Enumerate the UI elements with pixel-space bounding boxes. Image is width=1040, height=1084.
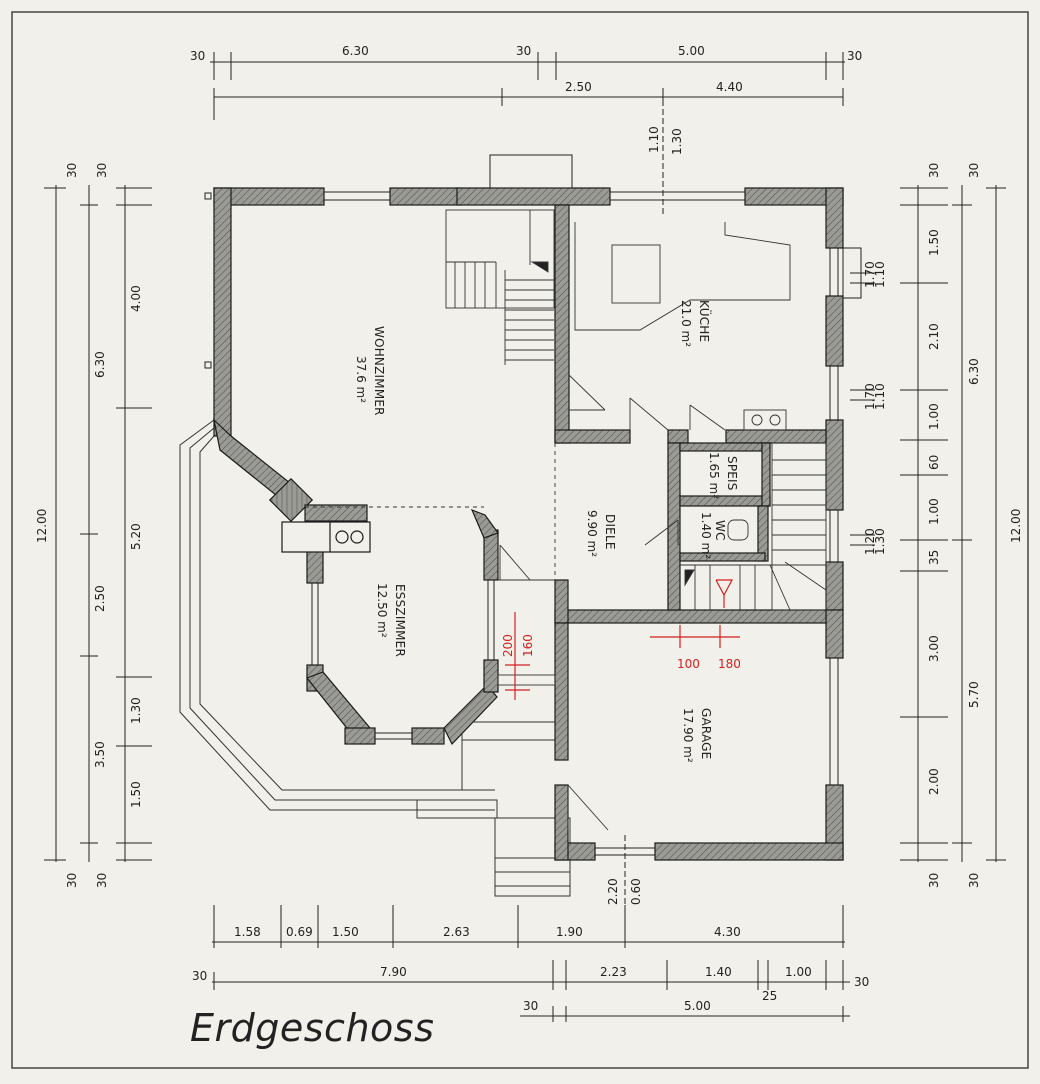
dim-right-bottom-30-b: 30 bbox=[967, 873, 981, 888]
chimney bbox=[281, 521, 371, 553]
dim-bottom3-2: 5.00 bbox=[684, 999, 711, 1013]
dim-right-inner-5: 1.00 bbox=[927, 498, 941, 525]
terrace-outline bbox=[179, 419, 571, 897]
red-dim-160: 160 bbox=[521, 634, 535, 657]
room-garage-area: 17.90 m² bbox=[681, 708, 695, 763]
dim-left-inner-1: 4.00 bbox=[129, 285, 143, 312]
fixtures bbox=[305, 222, 791, 831]
room-speis-name: SPEIS bbox=[725, 456, 739, 491]
dim-bottom2-2: 7.90 bbox=[380, 965, 407, 979]
dim-bottom-vert-1: 0.60 bbox=[629, 878, 643, 905]
dimension-lines bbox=[44, 52, 1006, 1022]
dim-right-inner-7: 3.00 bbox=[927, 635, 941, 662]
room-kueche-name: KÜCHE bbox=[697, 300, 713, 342]
dim-top2-2: 4.40 bbox=[716, 80, 743, 94]
red-markings bbox=[505, 579, 740, 700]
dim-bottom2-4: 1.40 bbox=[705, 965, 732, 979]
dim-bottom-1: 1.58 bbox=[234, 925, 261, 939]
dim-right-top-30-a: 30 bbox=[927, 163, 941, 178]
windows bbox=[204, 154, 862, 856]
stairs bbox=[445, 209, 827, 611]
page-border bbox=[11, 11, 1029, 1069]
dim-left-inner-3: 1.30 bbox=[129, 697, 143, 724]
dim-right-bottom-30-a: 30 bbox=[927, 873, 941, 888]
dim-bottom2-3: 2.23 bbox=[600, 965, 627, 979]
room-esszimmer-name: ESSZIMMER bbox=[393, 584, 407, 657]
room-wc-name: WC bbox=[713, 520, 727, 541]
dim-bottom2-7: 25 bbox=[762, 989, 777, 1003]
dim-right-inner-2: 2.10 bbox=[927, 323, 941, 350]
dim-bottom-2: 0.69 bbox=[286, 925, 313, 939]
room-diele-name: DIELE bbox=[603, 514, 617, 550]
dim-right-inner-6: 35 bbox=[927, 550, 941, 565]
dim-top-2: 6.30 bbox=[342, 44, 369, 58]
dim-top-vert-2: 1.10 bbox=[647, 126, 661, 153]
dim-right-win-3: 1.10 bbox=[873, 383, 887, 410]
room-wc-area: 1.40 m² bbox=[699, 512, 713, 559]
dim-top-5: 30 bbox=[847, 49, 862, 63]
dim-right-win-4: 1.70 bbox=[863, 383, 877, 410]
walls bbox=[213, 187, 844, 861]
dim-top-4: 5.00 bbox=[678, 44, 705, 58]
room-diele-area: 9.90 m² bbox=[585, 510, 599, 557]
dim-left-mid-3: 3.50 bbox=[93, 741, 107, 768]
dim-bottom2-1: 30 bbox=[192, 969, 207, 983]
dim-right-win-2: 1.70 bbox=[863, 261, 877, 288]
dim-bottom-6: 4.30 bbox=[714, 925, 741, 939]
plan-title: Erdgeschoss bbox=[190, 1006, 435, 1050]
dim-left-bottom-30-b: 30 bbox=[95, 873, 109, 888]
dim-right-win-1: 1.10 bbox=[873, 261, 887, 288]
dim-top2-1: 2.50 bbox=[565, 80, 592, 94]
dim-right-outer: 12.00 bbox=[1009, 509, 1023, 543]
dim-top-3: 30 bbox=[516, 44, 531, 58]
room-wohnzimmer-name: WOHNZIMMER bbox=[372, 326, 386, 416]
room-esszimmer-area: 12.50 m² bbox=[375, 583, 389, 638]
dim-left-inner-2: 5.20 bbox=[129, 523, 143, 550]
dim-bottom2-6: 30 bbox=[854, 975, 869, 989]
dim-left-outer: 12.00 bbox=[35, 509, 49, 543]
dim-bottom-5: 1.90 bbox=[556, 925, 583, 939]
dim-right-win-6: 1.20 bbox=[863, 528, 877, 555]
dim-right-inner-3: 1.00 bbox=[927, 403, 941, 430]
red-dim-200: 200 bbox=[501, 634, 515, 657]
red-dim-100: 100 bbox=[677, 657, 700, 671]
dim-bottom-vert-2: 2.20 bbox=[606, 878, 620, 905]
room-wohnzimmer-area: 37.6 m² bbox=[354, 356, 368, 403]
room-speis-area: 1.65 m² bbox=[707, 452, 721, 499]
dim-right-win-5: 1.30 bbox=[873, 528, 887, 555]
room-garage-name: GARAGE bbox=[699, 708, 713, 759]
dim-left-bottom-30-a: 30 bbox=[65, 873, 79, 888]
dim-right-inner-8: 2.00 bbox=[927, 768, 941, 795]
dim-left-mid-2: 2.50 bbox=[93, 585, 107, 612]
dim-right-mid-2: 5.70 bbox=[967, 681, 981, 708]
dim-bottom-3: 1.50 bbox=[332, 925, 359, 939]
dim-right-mid-1: 6.30 bbox=[967, 358, 981, 385]
dim-left-top-30-b: 30 bbox=[95, 163, 109, 178]
dim-left-top-30-a: 30 bbox=[65, 163, 79, 178]
dim-left-inner-4: 1.50 bbox=[129, 781, 143, 808]
dim-bottom2-5: 1.00 bbox=[785, 965, 812, 979]
dim-bottom3-1: 30 bbox=[523, 999, 538, 1013]
dim-bottom-4: 2.63 bbox=[443, 925, 470, 939]
red-dim-180: 180 bbox=[718, 657, 741, 671]
dim-top-vert-1: 1.30 bbox=[670, 128, 684, 155]
dim-right-inner-1: 1.50 bbox=[927, 229, 941, 256]
dim-right-top-30-b: 30 bbox=[967, 163, 981, 178]
room-kueche-area: 21.0 m² bbox=[679, 300, 693, 347]
dim-left-mid-1: 6.30 bbox=[93, 351, 107, 378]
dim-top-1: 30 bbox=[190, 49, 205, 63]
dim-right-inner-4: 60 bbox=[927, 455, 941, 470]
